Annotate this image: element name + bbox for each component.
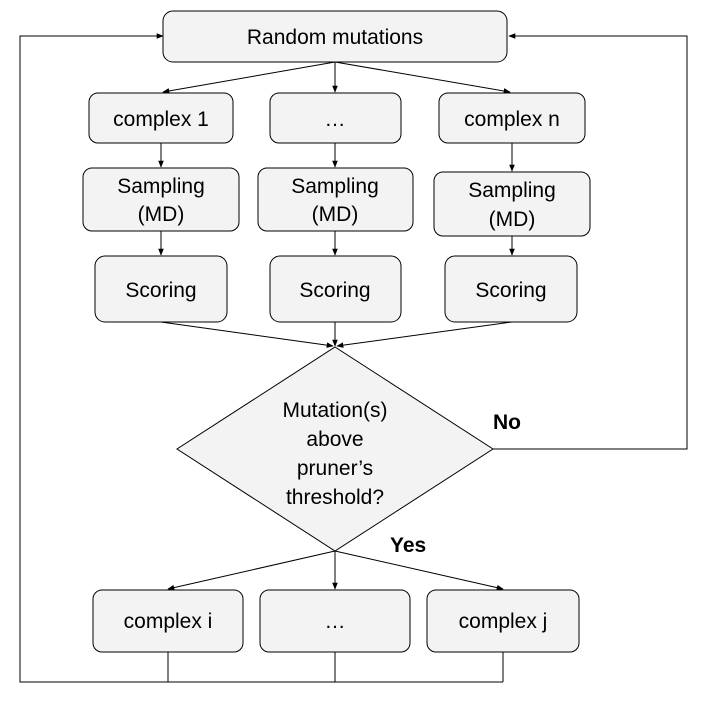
node-decision: Mutation(s) above pruner’s threshold? [176,346,494,552]
node-sampling-1-line2: (MD) [138,203,185,226]
node-sampling-2-line1: Sampling [291,175,379,198]
node-decision-line2: above [306,428,363,451]
node-random-mutations-label: Random mutations [247,26,423,49]
node-random-mutations: Random mutations [162,10,508,63]
node-complex-mid: … [269,92,402,144]
edge-scoring-3-to-decision [336,321,513,348]
node-scoring-3-label: Scoring [475,279,546,302]
node-complex-i: complex i [92,589,244,653]
node-sampling-3: Sampling (MD) [433,171,591,237]
node-scoring-1-label: Scoring [125,279,196,302]
node-sampling-2: Sampling (MD) [257,167,414,232]
node-sampling-2-line2: (MD) [312,203,359,226]
node-scoring-2-label: Scoring [299,279,370,302]
node-sampling-1-line1: Sampling [117,175,205,198]
node-scoring-2: Scoring [269,255,402,323]
node-complex-n-label: complex n [464,108,560,131]
node-complex-i-label: complex i [124,610,213,633]
edge-no-loop [493,33,688,450]
node-complex-mid-bottom: … [259,589,411,653]
node-sampling-3-line1: Sampling [468,179,556,202]
label-yes: Yes [390,534,426,557]
edge-yes-loop [19,33,503,683]
edge-top-to-complex-n [334,61,511,94]
node-scoring-3: Scoring [444,255,578,323]
node-complex-j: complex j [426,589,580,653]
node-decision-line4: threshold? [286,486,384,509]
label-no: No [493,411,521,434]
edges [19,33,688,683]
node-complex-mid-label: … [325,108,346,131]
node-scoring-1: Scoring [94,255,228,323]
node-decision-line1: Mutation(s) [282,399,387,422]
node-complex-mid-bottom-label: … [325,610,346,633]
node-complex-1-label: complex 1 [113,108,209,131]
edge-decision-to-complex-i [167,550,336,591]
edge-top-to-complex-1 [162,61,336,94]
node-complex-j-label: complex j [459,610,548,633]
node-complex-1: complex 1 [88,92,234,144]
edge-scoring-1-to-decision [160,321,334,348]
edge-decision-to-complex-j [334,550,504,591]
node-sampling-1: Sampling (MD) [82,167,240,232]
node-sampling-3-line2: (MD) [489,208,536,231]
node-decision-line3: pruner’s [297,457,373,480]
node-complex-n: complex n [438,92,586,144]
